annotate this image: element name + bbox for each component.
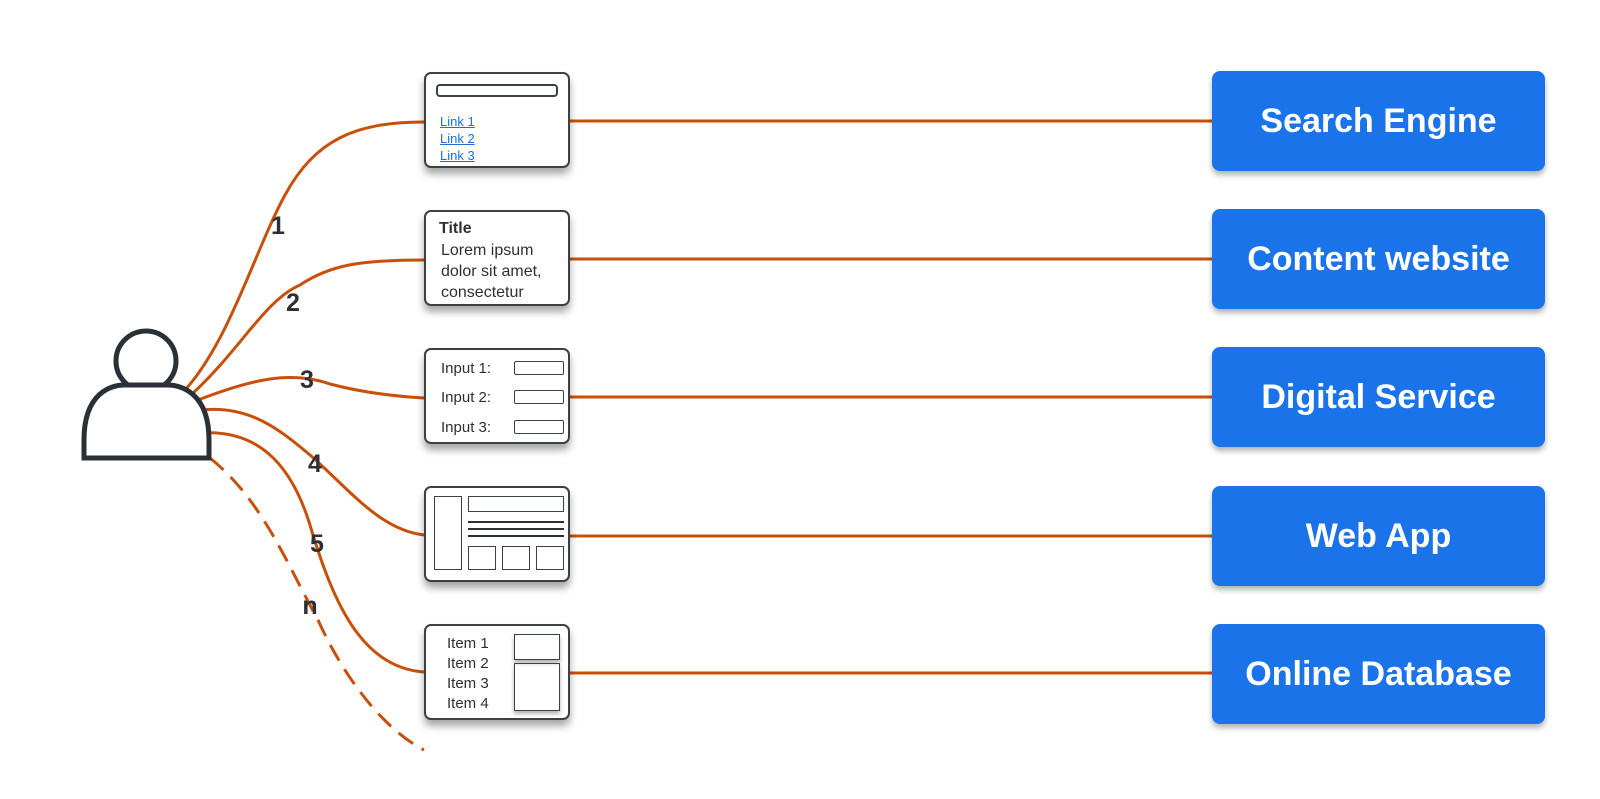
path-label-5: 5 [310,530,324,558]
app-header [468,496,564,512]
app-tile-3 [536,546,564,570]
path-label-3: 3 [300,366,314,394]
app-text-line-1 [468,521,564,523]
path-label-n: n [302,592,318,620]
app-tile-2 [502,546,530,570]
path-label-2: 2 [286,289,300,317]
connector-path-1 [183,120,425,392]
input-label-3: Input 3: [441,419,492,436]
web-app-wireframe [424,486,570,582]
result-link-3[interactable]: Link 3 [440,148,475,163]
search-bar [436,84,558,97]
db-detail-bottom [514,663,560,711]
system-search-engine: Search Engine [1212,71,1545,171]
input-box-1[interactable] [514,361,564,375]
db-item-1: Item 1 [447,635,489,652]
article-body: Lorem ipsum dolor sit amet, consectetur [441,242,542,301]
connector-path-4 [201,407,425,537]
result-link-1[interactable]: Link 1 [440,114,475,129]
input-box-2[interactable] [514,390,564,404]
app-text-line-2 [468,528,564,530]
connector-path-2 [190,258,425,396]
input-box-3[interactable] [514,420,564,434]
path-label-4: 4 [308,450,322,478]
result-link-2[interactable]: Link 2 [440,131,475,146]
system-online-database: Online Database [1212,624,1545,724]
system-web-app: Web App [1212,486,1545,586]
db-item-2: Item 2 [447,655,489,672]
search-results-wireframe: Link 1 Link 2 Link 3 [424,72,570,168]
form-wireframe: Input 1: Input 2: Input 3: [424,348,570,444]
article-wireframe: Title Lorem ipsum dolor sit amet, consec… [424,210,570,306]
input-label-2: Input 2: [441,389,492,406]
connector-path-n [209,456,425,752]
connector-path-3 [197,375,425,402]
db-detail-top [514,634,560,660]
db-item-3: Item 3 [447,675,489,692]
app-sidebar [434,496,462,570]
db-item-4: Item 4 [447,695,489,712]
database-wireframe: Item 1 Item 2 Item 3 Item 4 [424,624,570,720]
app-text-line-3 [468,535,564,537]
system-content-website: Content website [1212,209,1545,309]
user-icon [81,328,212,461]
article-title: Title [439,220,472,237]
system-digital-service: Digital Service [1212,347,1545,447]
input-label-1: Input 1: [441,360,492,377]
app-tile-1 [468,546,496,570]
connector-path-5 [201,431,425,674]
path-label-1: 1 [271,212,285,240]
